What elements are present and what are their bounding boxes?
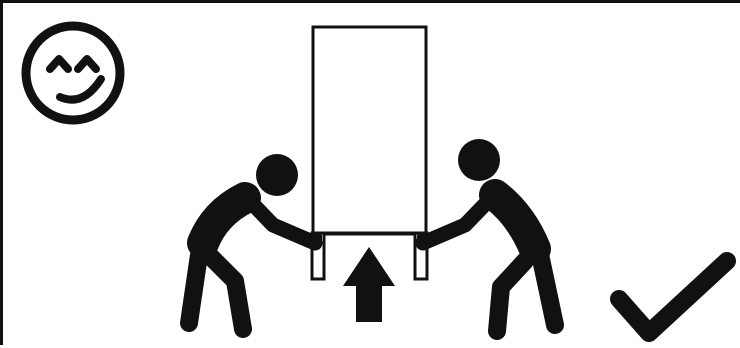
right-person-head xyxy=(458,139,500,181)
up-arrow-icon xyxy=(343,247,395,322)
checkmark-icon xyxy=(619,261,727,333)
smiley-mouth xyxy=(60,79,101,100)
right-person-arm xyxy=(423,196,493,243)
right-person-figure xyxy=(417,139,555,331)
smiley-face-icon xyxy=(26,26,120,120)
right-person-torso xyxy=(495,195,535,249)
right-person-back-leg xyxy=(541,259,555,325)
left-person-hand xyxy=(306,233,322,247)
left-person-head xyxy=(256,154,298,196)
right-person-hand xyxy=(417,233,433,247)
appliance-cabinet xyxy=(312,27,427,279)
appliance-lifting-illustration xyxy=(3,3,740,348)
cabinet-body xyxy=(313,27,426,233)
left-person-front-leg xyxy=(209,255,243,329)
smiley-left-eye xyxy=(50,59,68,69)
left-person-figure xyxy=(189,154,322,329)
left-person-arm xyxy=(246,197,315,243)
right-person-front-leg xyxy=(497,261,525,331)
left-person-back-leg xyxy=(189,255,199,323)
smiley-right-eye xyxy=(78,59,96,69)
left-person-torso xyxy=(203,198,245,243)
smiley-outline xyxy=(26,26,120,120)
